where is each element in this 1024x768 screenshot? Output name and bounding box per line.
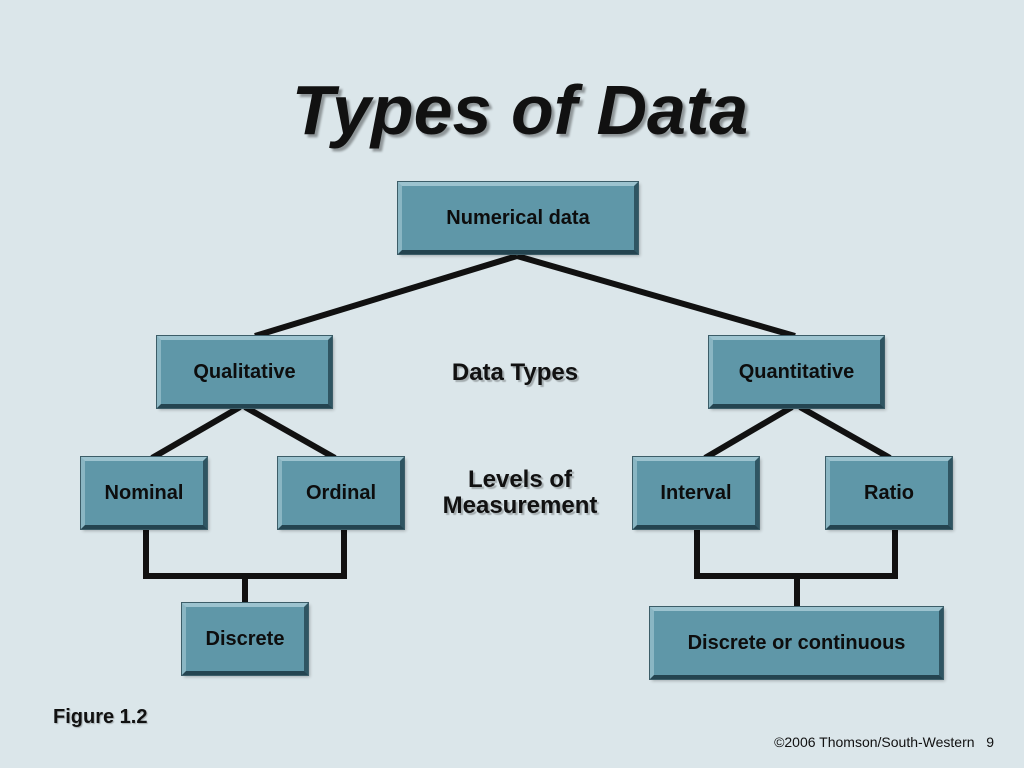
page-number: 9 [986, 734, 994, 750]
figure-label: Figure 1.2 [53, 706, 148, 728]
discrete-box: Discrete [181, 602, 309, 676]
ratio-box: Ratio [825, 456, 953, 530]
levels-caption-line1: Levels of [467, 466, 573, 493]
connector-quantitative-ratio [798, 404, 892, 461]
numerical-data-box: Numerical data [397, 181, 639, 255]
ordinal-label: Ordinal [305, 481, 376, 504]
slide-title: Types of Data [291, 71, 749, 149]
ordinal-box: Ordinal [277, 456, 405, 530]
interval-box: Interval [632, 456, 760, 530]
connector-qualitative-ordinal [243, 404, 337, 461]
numerical-data-label: Numerical data [446, 206, 590, 229]
qualitative-box: Qualitative [156, 335, 333, 409]
discrete-or-continuous-box: Discrete or continuous [649, 606, 944, 680]
quantitative-box: Quantitative [708, 335, 885, 409]
connector-root-quantitative [516, 253, 796, 339]
bracket-nominal-ordinal [143, 528, 347, 579]
qualitative-label: Qualitative [193, 360, 296, 383]
connector-qualitative-nominal [150, 404, 242, 461]
copyright-text: ©2006 Thomson/South-Western [774, 734, 975, 750]
discrete-or-continuous-label: Discrete or continuous [687, 631, 906, 654]
ratio-label: Ratio [864, 481, 914, 504]
connector-root-qualitative [254, 253, 518, 339]
data-types-caption: Data Types [451, 359, 579, 386]
levels-caption-line2: Measurement [442, 492, 598, 519]
levels-of-measurement-caption: Levels of Measurement [420, 467, 620, 519]
connector-quantitative-interval [703, 404, 794, 461]
discrete-label: Discrete [205, 627, 285, 650]
nominal-label: Nominal [104, 481, 184, 504]
nominal-box: Nominal [80, 456, 208, 530]
footer: ©2006 Thomson/South-Western 9 [774, 734, 994, 750]
bracket-interval-ratio [694, 528, 898, 579]
quantitative-label: Quantitative [738, 360, 855, 383]
interval-label: Interval [660, 481, 732, 504]
